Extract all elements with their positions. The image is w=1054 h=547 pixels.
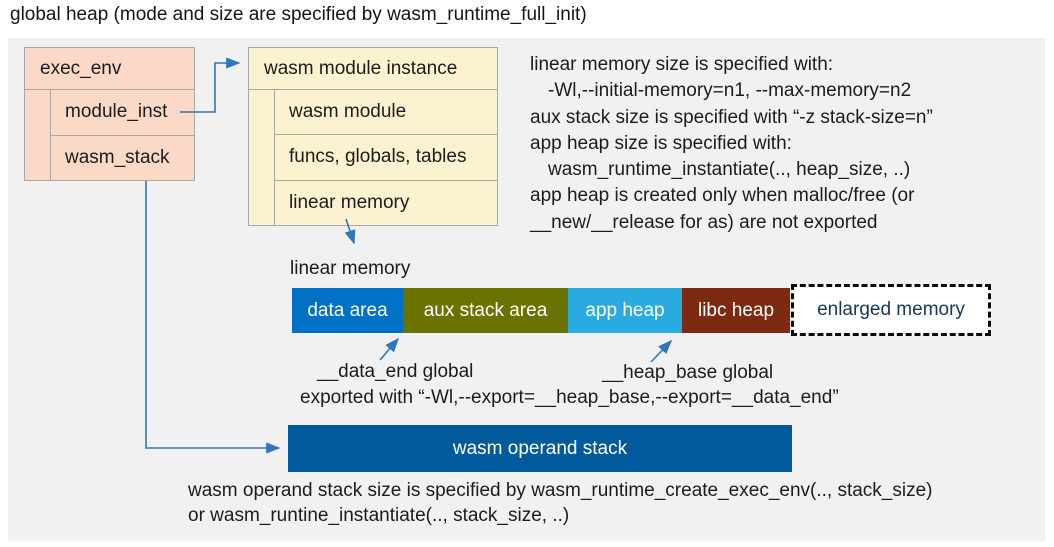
- diagram-title: global heap (mode and size are specified…: [10, 4, 587, 25]
- segment-libc-heap: libc heap: [682, 288, 790, 333]
- size-notes: linear memory size is specified with: -W…: [530, 52, 1035, 236]
- segment-app-heap: app heap: [568, 288, 682, 333]
- module-instance-row-wasm-module: wasm module: [289, 101, 407, 123]
- note-line: aux stack size is specified with “-z sta…: [530, 106, 933, 128]
- exec-env-indent: [25, 90, 50, 180]
- note-line: linear memory size is specified with:: [530, 54, 834, 75]
- note-line: wasm operand stack size is specified by …: [188, 480, 933, 501]
- enlarged-memory-label: enlarged memory: [817, 299, 965, 320]
- note-line: __new/__release for as) are not exported: [530, 211, 878, 233]
- heap-base-global-label: __heap_base global: [602, 362, 774, 383]
- module-instance-row-funcs-globals-tables: funcs, globals, tables: [275, 134, 497, 179]
- module-instance-indent: [249, 90, 274, 225]
- segment-data-area: data area: [292, 288, 403, 333]
- module-instance-row-linear-memory: linear memory: [275, 179, 497, 225]
- export-flags-label: exported with “-Wl,--export=__heap_base,…: [300, 387, 839, 408]
- note-line: app heap size is specified with:: [530, 132, 792, 154]
- exec-env-header: exec_env: [25, 48, 194, 90]
- note-line: wasm_runtime_instantiate(.., heap_size, …: [548, 159, 911, 181]
- exec-env-row-wasm-stack: wasm_stack: [51, 134, 194, 181]
- data-end-global-label: __data_end global: [317, 361, 474, 382]
- module-instance-header: wasm module instance: [249, 48, 497, 90]
- note-line: or wasm_runtine_instantiate(.., stack_si…: [188, 504, 570, 526]
- exec-env-box: exec_env module_inst wasm_stack: [24, 47, 195, 181]
- wasm-operand-stack-bar: wasm operand stack: [288, 425, 792, 472]
- exec-env-row-module-inst: module_inst: [65, 101, 168, 123]
- note-line: app heap is created only when malloc/fre…: [530, 185, 915, 207]
- wasm-module-instance-box: wasm module instance wasm module funcs, …: [248, 47, 498, 226]
- segment-aux-stack-area: aux stack area: [403, 288, 568, 333]
- segment-enlarged-memory: enlarged memory: [791, 284, 991, 336]
- linear-memory-label: linear memory: [290, 258, 411, 279]
- operand-stack-notes: wasm operand stack size is specified by …: [188, 479, 933, 528]
- note-line: -Wl,--initial-memory=n1, --max-memory=n2: [548, 80, 912, 102]
